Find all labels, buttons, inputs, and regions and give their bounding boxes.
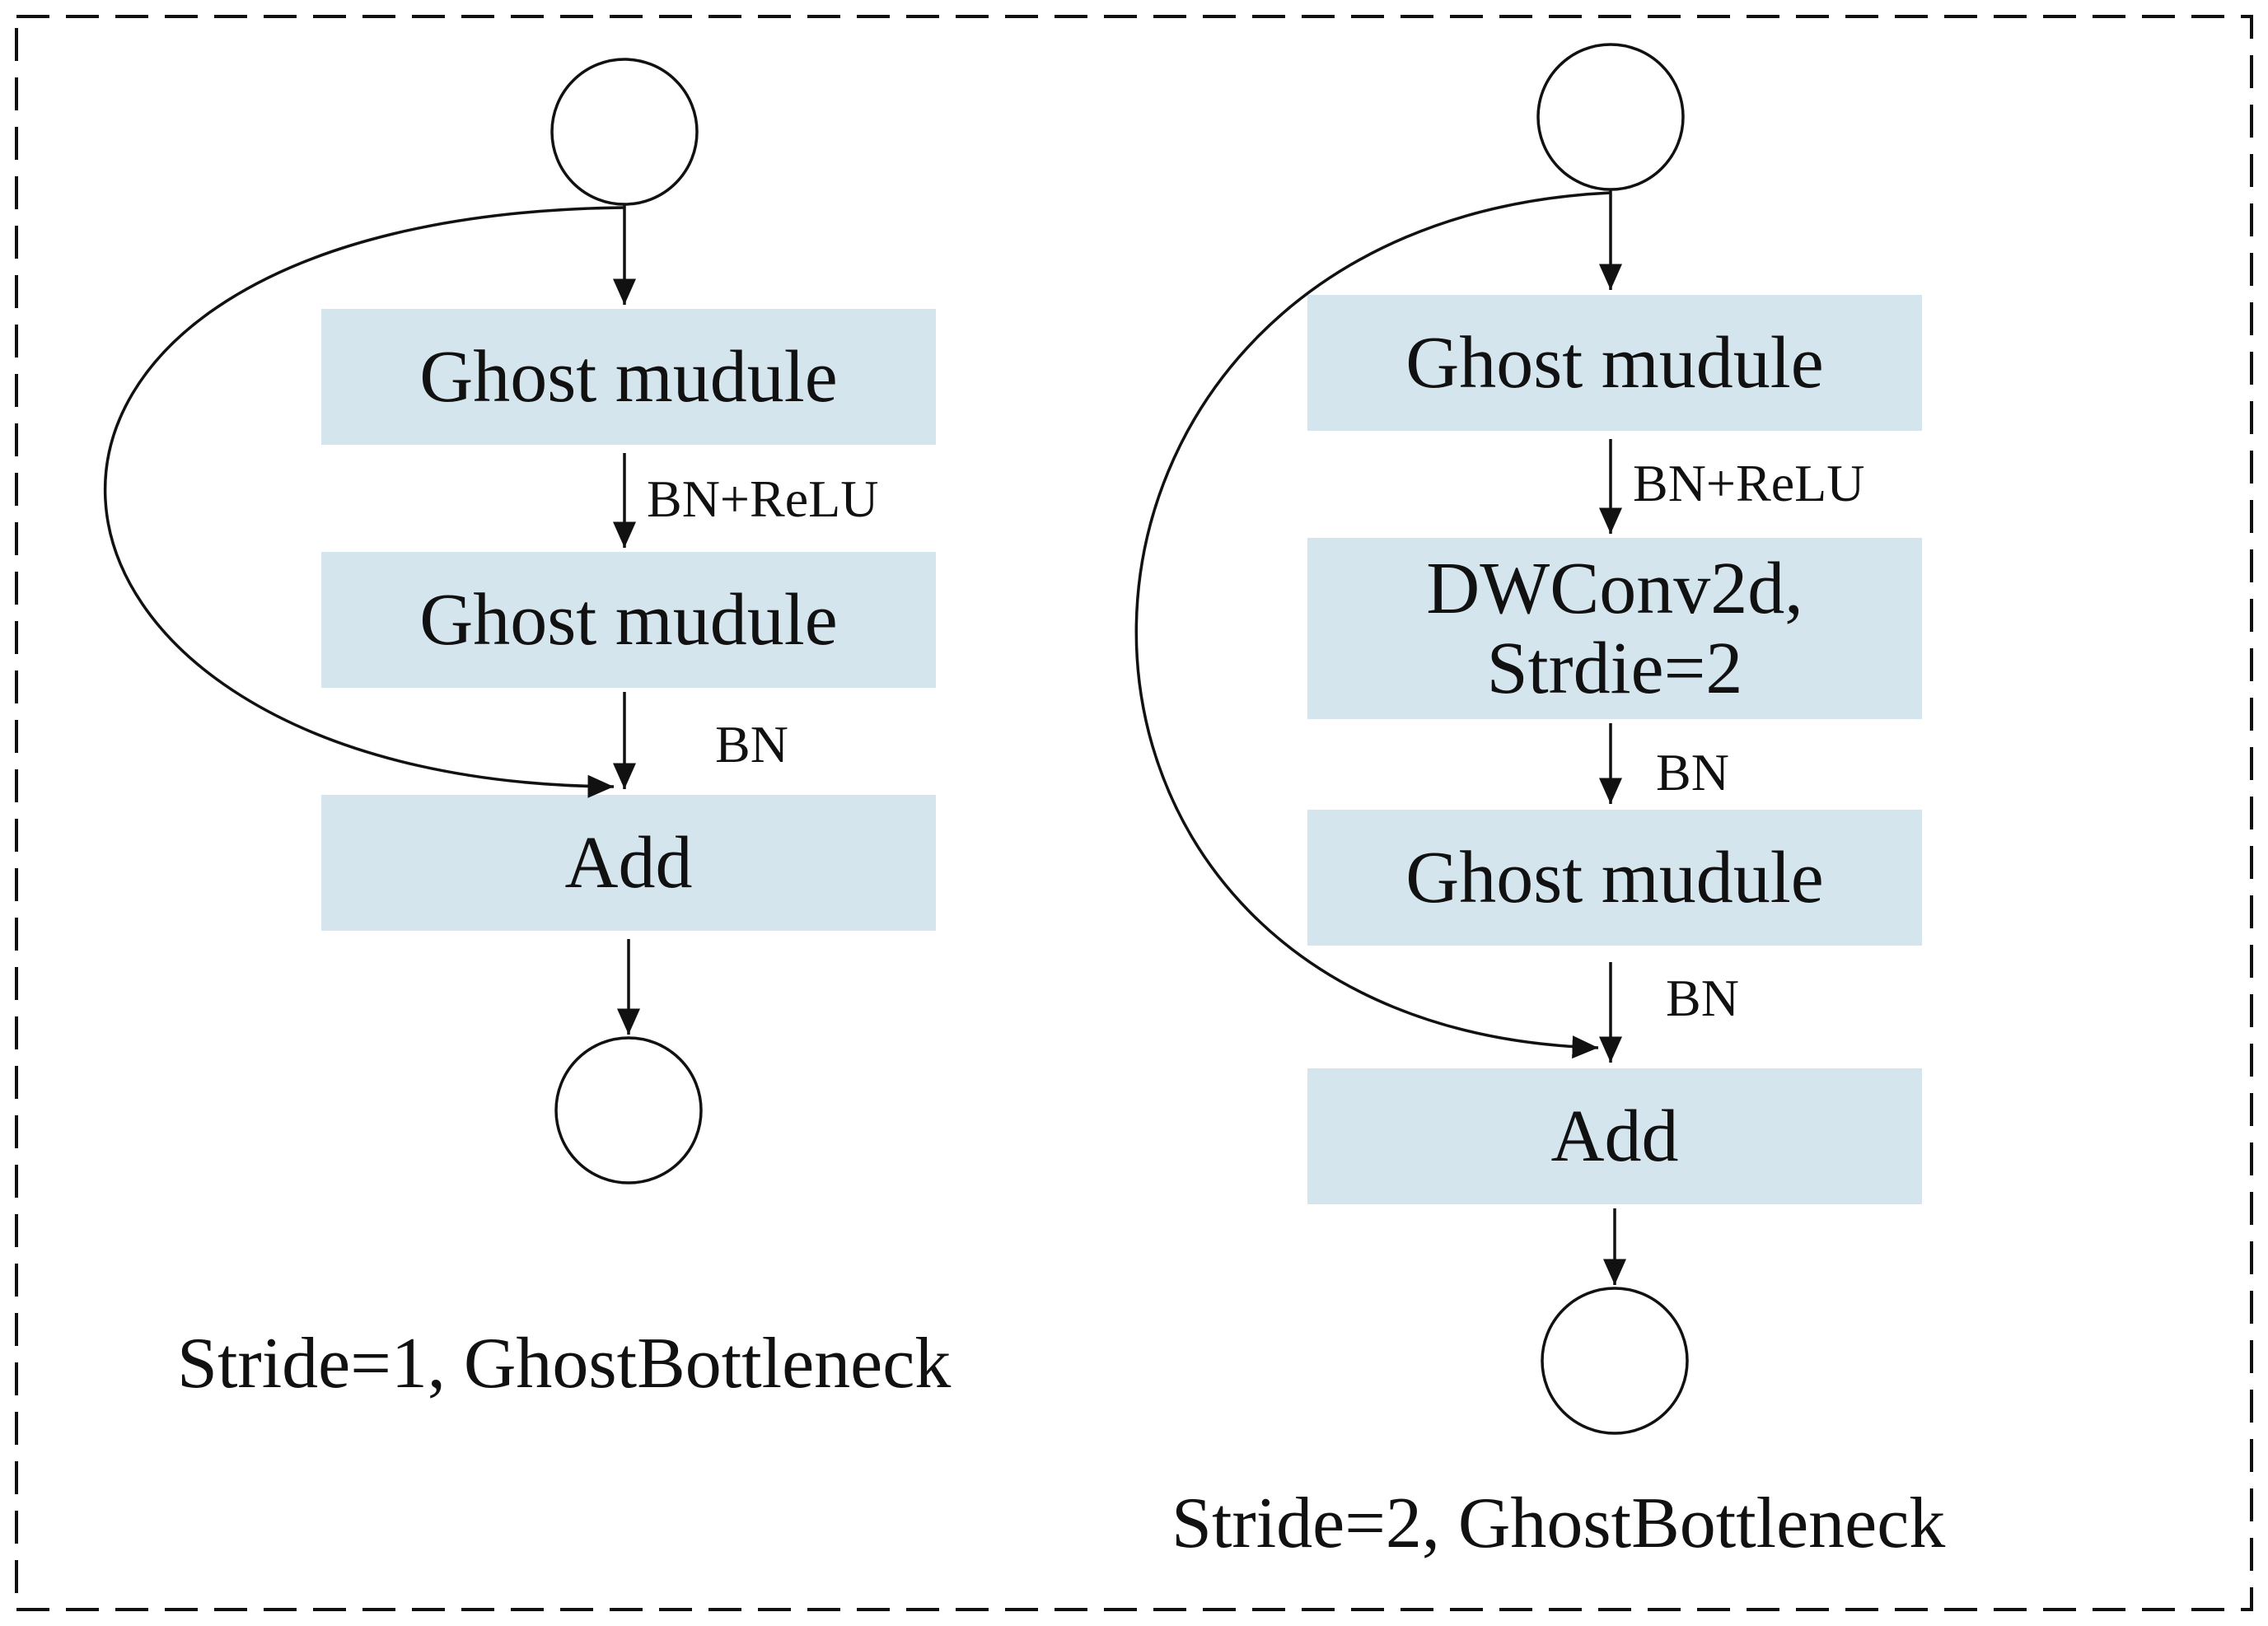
right-edge-label-bn-relu: BN+ReLU	[1633, 454, 1865, 512]
left-shortcut-connection	[103, 206, 625, 798]
left-block-ghost-module-1: Ghost mudule	[321, 309, 936, 445]
left-edge-label-bn: BN	[715, 715, 788, 773]
left-block-add: Add	[321, 795, 936, 931]
right-input-node	[1536, 43, 1685, 191]
left-caption: Stride=1, GhostBottleneck	[177, 1324, 952, 1404]
right-block-dwconv-bg	[1307, 538, 1922, 719]
right-shortcut-connection	[1134, 191, 1611, 1059]
left-output-node	[554, 1036, 703, 1184]
left-edge-label-bn-relu: BN+ReLU	[647, 470, 879, 528]
left-block-ghost-module-1-bg	[321, 309, 936, 445]
right-block-add-bg	[1307, 1068, 1922, 1204]
right-block-ghost-module-2-label: Ghost mudule	[1405, 836, 1824, 918]
left-input-node	[550, 58, 699, 206]
left-block-add-bg	[321, 795, 936, 931]
right-output-node	[1541, 1287, 1689, 1435]
right-block-ghost-module-1-bg	[1307, 295, 1922, 431]
right-edge-label-bn-2: BN	[1666, 969, 1739, 1027]
right-block-ghost-module-1-label: Ghost mudule	[1405, 321, 1824, 404]
right-block-dwconv-line-1: DWConv2d,	[1426, 547, 1803, 629]
right-block-dwconv-line-2: Strdie=2	[1486, 628, 1743, 709]
right-block-ghost-module-1: Ghost mudule	[1307, 295, 1922, 431]
right-edge-label-bn-1: BN	[1656, 743, 1729, 801]
left-block-ghost-module-2-label: Ghost mudule	[419, 578, 838, 661]
right-block-ghost-module-2: Ghost mudule	[1307, 810, 1922, 946]
outer-dashed-frame	[15, 15, 2253, 1611]
right-block-add-label: Add	[1550, 1095, 1679, 1177]
right-block-ghost-module-2-bg	[1307, 810, 1922, 946]
right-caption: Stride=2, GhostBottleneck	[1171, 1483, 1946, 1563]
left-block-add-label: Add	[564, 821, 693, 904]
right-block-dwconv: DWConv2d, Strdie=2	[1307, 538, 1922, 719]
right-block-add: Add	[1307, 1068, 1922, 1204]
left-block-ghost-module-1-label: Ghost mudule	[419, 335, 838, 418]
left-block-ghost-module-2: Ghost mudule	[321, 552, 936, 688]
left-block-ghost-module-2-bg	[321, 552, 936, 688]
